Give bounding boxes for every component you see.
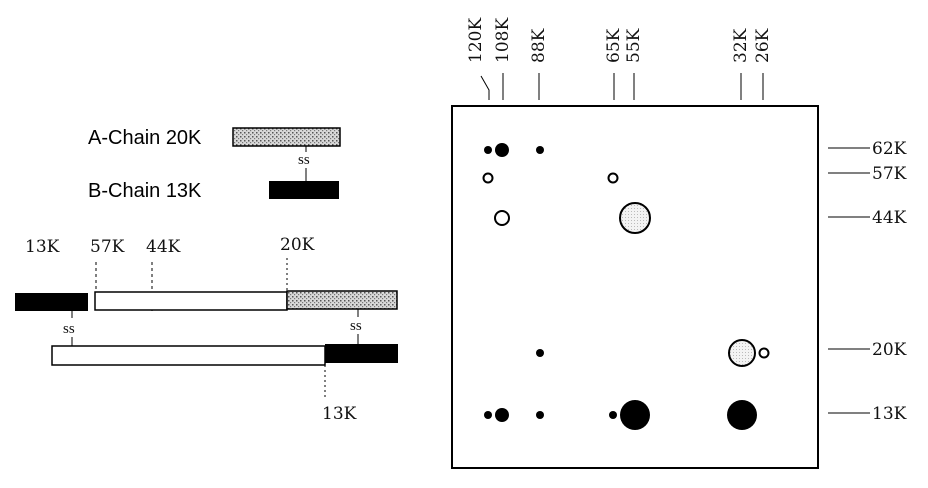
column-label: 65K — [604, 28, 624, 63]
gel-spot — [727, 400, 757, 430]
disulfide-label: ss — [298, 152, 310, 168]
disulfide-label: ss — [350, 318, 362, 334]
precursor-label-20k: 20K — [280, 235, 315, 255]
gel-spot — [607, 172, 619, 184]
column-label: 55K — [624, 28, 644, 63]
a-chain-bar — [232, 127, 341, 147]
gel-spot — [495, 408, 509, 422]
gel-spot — [619, 202, 651, 234]
subunit-schematic: A-Chain 20K ss B-Chain 13K 13K 57K 44K 2… — [15, 127, 398, 424]
gel-spot — [758, 347, 770, 359]
row-label: 62K — [872, 139, 907, 159]
gel-spot — [536, 411, 544, 419]
precursor-bar — [51, 345, 326, 366]
gel-spot — [484, 411, 492, 419]
column-tick — [480, 75, 490, 100]
row-label: 20K — [872, 340, 907, 360]
b-chain-label: B-Chain 13K — [88, 180, 202, 202]
gel-spot — [536, 349, 544, 357]
column-label: 88K — [529, 28, 549, 63]
column-label: 120K — [466, 18, 486, 63]
gel-spot — [495, 143, 509, 157]
gel-spot — [484, 146, 492, 154]
column-label: 32K — [731, 28, 751, 63]
precursor-segment-bar — [94, 291, 288, 311]
column-label: 108K — [493, 18, 513, 63]
b-segment-bar — [15, 293, 88, 311]
gel-spot — [609, 411, 617, 419]
precursor-label-44k: 44K — [146, 237, 181, 257]
gel-spot — [482, 172, 494, 184]
gel-spot — [728, 339, 756, 367]
column-label: 26K — [753, 28, 773, 63]
spots — [482, 143, 770, 430]
a-segment-bar — [286, 290, 398, 310]
disulfide-label: ss — [63, 321, 75, 337]
gel-spot — [536, 146, 544, 154]
gel-spot — [620, 400, 650, 430]
bottom-13k-label: 13K — [322, 404, 357, 424]
row-label: 44K — [872, 208, 907, 228]
b-segment-bar — [325, 344, 398, 363]
a-chain-label: A-Chain 20K — [88, 127, 202, 149]
precursor-label-13k: 13K — [25, 237, 60, 257]
gel-spot — [494, 210, 510, 226]
row-label: 13K — [872, 404, 907, 424]
row-labels: 62K 57K 44K 20K 13K — [828, 139, 907, 424]
row-label: 57K — [872, 164, 907, 184]
b-chain-bar — [269, 181, 339, 199]
precursor-label-57k: 57K — [90, 237, 125, 257]
